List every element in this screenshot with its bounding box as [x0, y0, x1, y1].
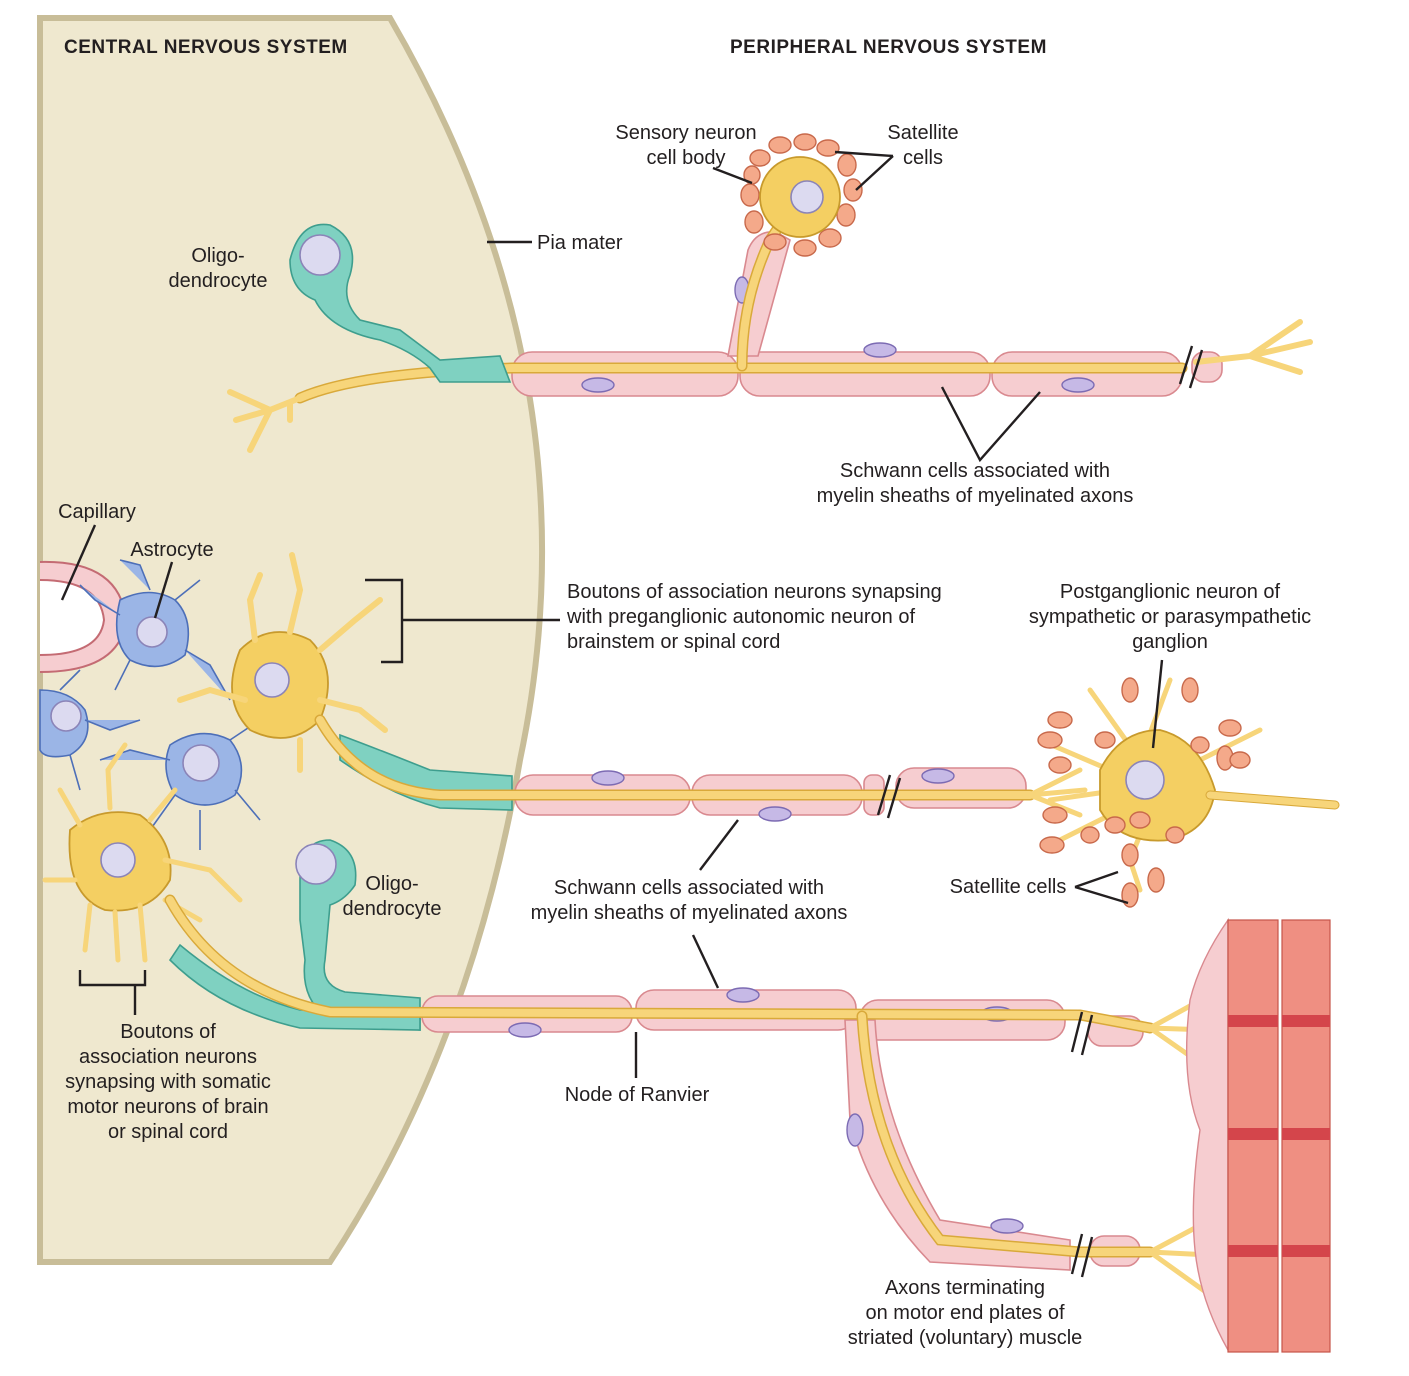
oligodendrocyte-top-label-line: Oligo- [191, 245, 244, 267]
astrocyte-label: Astrocyte [130, 539, 213, 561]
boutons-somatic-label-line: motor neurons of brain [67, 1096, 268, 1118]
satellite-cells-right-label: Satellite cells [950, 876, 1067, 898]
sensory-neuron-label-line: cell body [647, 147, 726, 169]
axons-terminating-label: Axons terminating on motor end plates of s… [848, 1277, 1083, 1349]
leader-lines [60, 150, 1164, 1078]
axons-terminating-label-line: striated (voluntary) muscle [848, 1327, 1083, 1349]
boutons-somatic-label-line: synapsing with somatic [65, 1071, 271, 1093]
postganglionic-label-line: Postganglionic neuron of [1060, 581, 1281, 603]
somatic-motor-pathway [42, 742, 1331, 1353]
striated-muscle [1185, 917, 1331, 1353]
schwann-top-label: Schwann cells associated with myelin shea… [817, 460, 1134, 507]
boutons-preganglionic-label: Boutons of association neurons synapsing… [566, 581, 942, 653]
astrocyte-label-line: Astrocyte [130, 539, 213, 561]
text-labels: Sensory neuron cell body Satellite cells P… [58, 122, 1311, 1349]
somatic-motor-neuron [42, 742, 243, 963]
satellite-cells-right-label-line: Satellite cells [950, 876, 1067, 898]
schwann-mid-label: Schwann cells associated with myelin shea… [531, 877, 848, 924]
capillary-label-line: Capillary [58, 501, 136, 523]
sensory-pathway [227, 133, 1313, 453]
cns-header: CENTRAL NERVOUS SYSTEM [64, 37, 348, 58]
oligodendrocyte-top-label-line: dendrocyte [169, 270, 268, 292]
satellite-cells-top-label: Satellite cells [887, 122, 958, 169]
sensory-ganglion [740, 133, 863, 257]
schwann-mid-label-line: Schwann cells associated with [554, 877, 824, 899]
schwann-mid-label-line: myelin sheaths of myelinated axons [531, 902, 848, 924]
pia-mater-label: Pia mater [537, 232, 623, 254]
boutons-somatic-label: Boutons of association neurons synapsing w… [65, 1021, 271, 1143]
capillary [39, 560, 128, 673]
astrocytes [39, 559, 261, 850]
oligodendrocyte-bottom-label-line: dendrocyte [343, 898, 442, 920]
boutons-somatic-label-line: association neurons [79, 1046, 257, 1068]
oligodendrocyte-bottom-label-line: Oligo- [365, 873, 418, 895]
pns-header: PERIPHERAL NERVOUS SYSTEM [730, 37, 1047, 58]
boutons-preganglionic-label-line: Boutons of association neurons synapsing [567, 581, 942, 603]
schwann-top-label-line: myelin sheaths of myelinated axons [817, 485, 1134, 507]
autonomic-pathway [39, 552, 1340, 908]
sensory-neuron-label: Sensory neuron cell body [615, 122, 756, 169]
boutons-preganglionic-label-line: with preganglionic autonomic neuron of [566, 606, 915, 628]
oligodendrocyte-bottom-label: Oligo-dendrocyte [343, 873, 442, 920]
postganglionic-label: Postganglionic neuron of sympathetic or p… [1029, 581, 1311, 653]
postganglionic-label-line: sympathetic or parasympathetic [1029, 606, 1311, 628]
pia-mater-label-line: Pia mater [537, 232, 623, 254]
satellite-cells-top-label-line: Satellite [887, 122, 958, 144]
satellite-cells-top-label-line: cells [903, 147, 943, 169]
sensory-neuron-label-line: Sensory neuron [615, 122, 756, 144]
schwann-top-label-line: Schwann cells associated with [840, 460, 1110, 482]
oligodendrocyte-top-label: Oligo-dendrocyte [169, 245, 268, 292]
axons-terminating-label-line: Axons terminating [885, 1277, 1045, 1299]
node-of-ranvier-label-line: Node of Ranvier [565, 1084, 710, 1106]
node-of-ranvier-label: Node of Ranvier [565, 1084, 710, 1106]
capillary-label: Capillary [58, 501, 136, 523]
axons-terminating-label-line: on motor end plates of [865, 1302, 1064, 1324]
postganglionic-label-line: ganglion [1132, 631, 1208, 653]
boutons-preganglionic-label-line: brainstem or spinal cord [567, 631, 780, 653]
boutons-somatic-label-line: Boutons of [120, 1021, 216, 1043]
boutons-somatic-label-line: or spinal cord [108, 1121, 228, 1143]
postganglionic-ganglion [1037, 677, 1340, 908]
